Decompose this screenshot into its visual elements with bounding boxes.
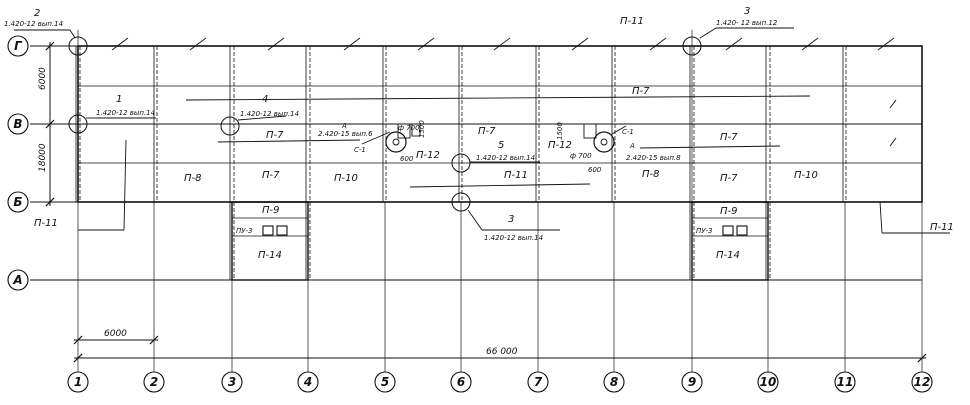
top-hatches [111,37,895,51]
callout-3-top-num: 3 [744,6,750,17]
callout-a-right-ref: 2.420-15 вып.8 [626,154,681,162]
axis-label-v: В [13,117,22,131]
panel-label-p14-a: П-14 [258,250,282,261]
axis-label-2: 2 [150,375,158,389]
callout-2-ref: 1.420-12 вып.14 [4,20,63,28]
callout-5-ref: 1.420-12 вып.14 [476,154,535,162]
column-bubbles [67,371,933,393]
panel-label-p8-a: П-8 [184,173,202,184]
dim-6000: 6000 [104,329,127,339]
pu3-box-right-1 [722,225,734,236]
panel-label-p10-a: П-10 [334,173,358,184]
pu3-box-right-2 [736,225,748,236]
roof-opening-right [593,131,615,153]
callout-circle-4 [220,116,240,136]
label-600-b: 600 [588,166,602,174]
panel-label-p7-a: П-7 [266,130,284,141]
axis-label-10: 10 [760,375,777,389]
callout-circle-3-top [682,36,702,56]
axis-label-7: 7 [534,375,543,389]
callout-circle-5 [451,153,471,173]
label-c1-b: С-1 [622,128,634,136]
dim-row-18000: 18000 [38,143,48,172]
panel-label-p7-d: П-7 [262,170,280,181]
axis-label-b: Б [13,195,22,209]
callout-1-num: 1 [116,94,122,105]
dim-row-6000: 6000 [38,67,48,90]
panel-label-p11-mid: П-11 [504,170,528,181]
label-600-a: 600 [400,155,414,163]
label-d700-b: ф 700 [570,152,592,160]
axis-label-8: 8 [610,375,618,389]
callout-a-left-ref: 2.420-15 вып.6 [318,130,373,138]
callout-1-ref: 1.420-12 вып.14 [96,109,155,117]
panel-label-p11-top: П-11 [620,16,644,27]
panel-label-p9-b: П-9 [720,206,738,217]
pu3-box-left-2 [276,225,288,236]
panel-label-p12-a: П-12 [416,150,440,161]
panel-label-p11-left: П-11 [34,218,58,229]
panel-label-p9-a: П-9 [262,205,280,216]
panel-label-p7-b: П-7 [478,126,496,137]
axis-label-12: 12 [914,375,931,389]
callout-3-bot-ref: 1.420-12 вып.14 [484,234,543,242]
callout-circle-3-bot [451,192,471,212]
beam-lines [75,46,847,280]
label-1500-b: 1500 [556,122,564,140]
axis-label-g: Г [14,39,23,53]
panel-label-p10-b: П-10 [794,170,818,181]
axis-label-11: 11 [837,375,854,389]
roof-opening-left [385,131,407,153]
callout-a-left-num: А [341,122,347,130]
panel-label-pu3-b: ПУ-3 [696,227,713,235]
callout-circle-1 [68,114,88,134]
panel-label-p7-c: П-7 [720,132,738,143]
axis-label-1: 1 [74,375,82,389]
label-1500-a: 1500 [418,120,426,138]
axis-label-6: 6 [457,375,465,389]
callout-a-right-num: А [629,142,635,150]
row-bubbles [7,35,29,291]
callout-3-top-ref: 1.420- 12 вып.12 [716,19,778,27]
axis-label-5: 5 [381,375,389,389]
panel-label-p11-right: П-11 [930,222,954,233]
axis-label-3: 3 [228,375,236,389]
panel-label-pu3-a: ПУ-3 [236,227,253,235]
label-c1-a: С-1 [354,146,366,154]
panel-label-p14-b: П-14 [716,250,740,261]
callout-circle-2 [68,36,88,56]
callout-4-num: 4 [262,94,268,105]
axis-label-4: 4 [303,375,312,389]
column-axis-lines [77,30,923,372]
pu3-box-left-1 [262,225,274,236]
label-d700-a: ф 700 [398,124,420,132]
panel-label-p12-b: П-12 [548,140,572,151]
axis-label-9: 9 [688,375,696,389]
callout-4-ref: 1.420-12 вып.14 [240,110,299,118]
callout-3-bot-num: 3 [508,214,514,225]
panel-label-p7-e: П-7 [720,173,738,184]
axis-label-a: А [12,273,22,287]
callout-5-num: 5 [498,140,504,151]
callout-2-num: 2 [34,8,40,19]
panel-label-p8-b: П-8 [642,169,660,180]
annex-left [231,201,309,281]
leader-lines [78,45,950,234]
panel-label-p7-row1: П-7 [632,86,650,97]
dim-66000: 66 000 [486,347,518,357]
